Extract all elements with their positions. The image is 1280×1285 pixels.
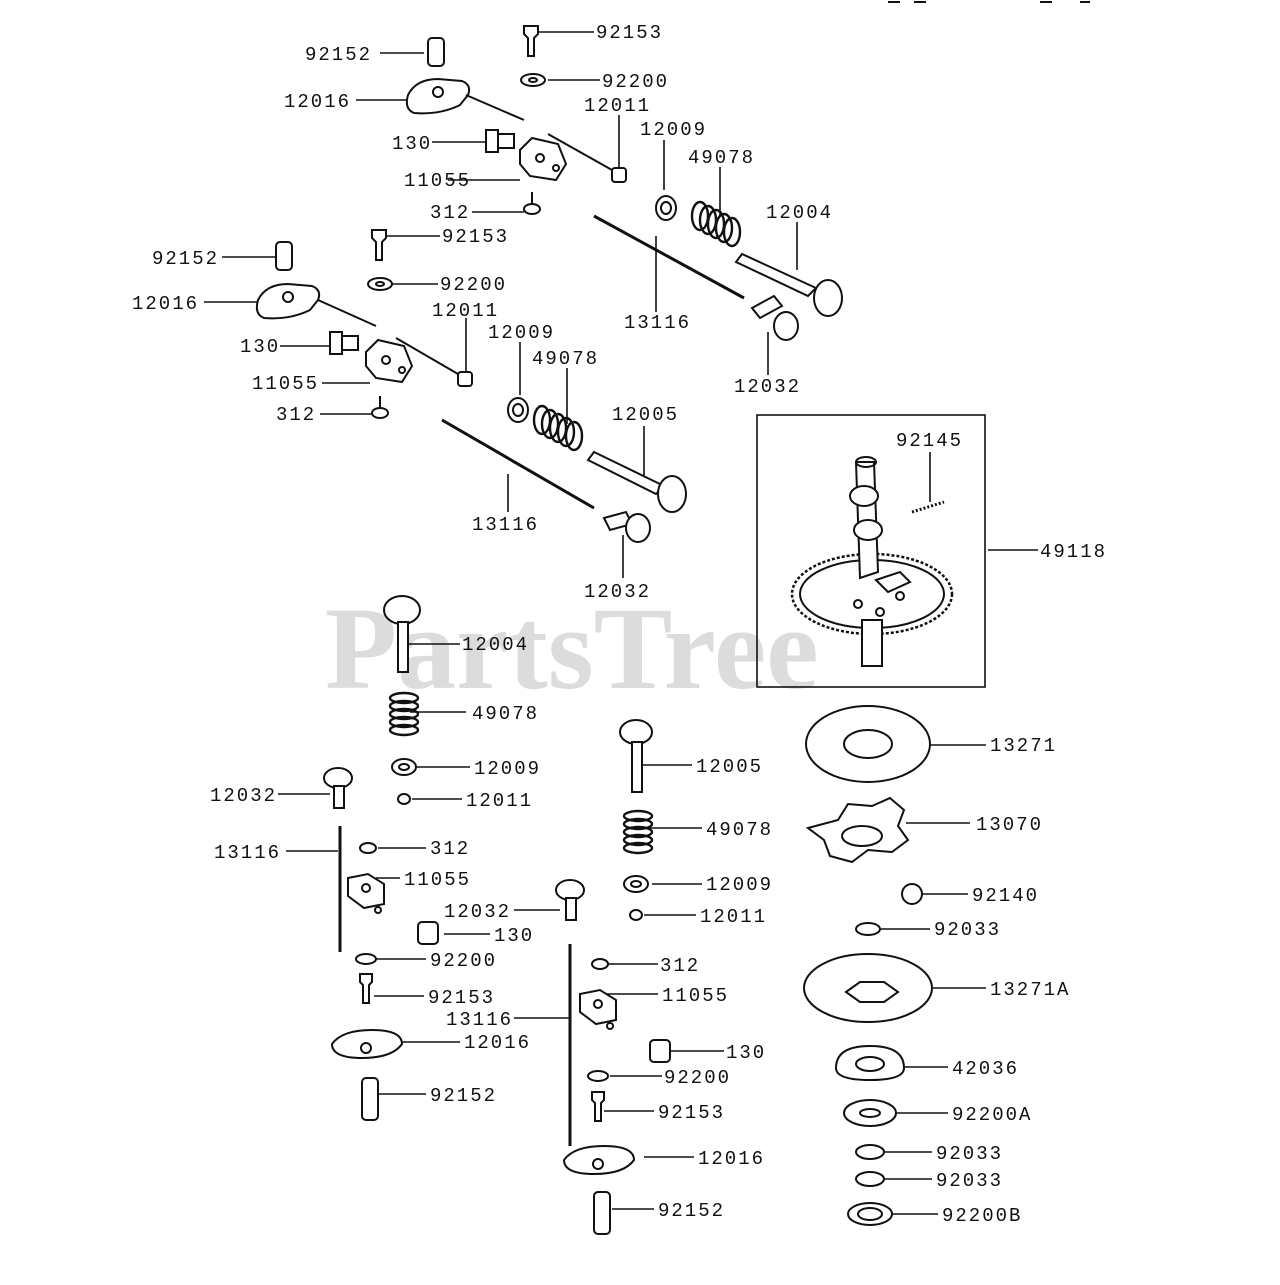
- callout-label: 92153: [428, 987, 495, 1009]
- callout-label: 12016: [284, 91, 351, 113]
- callout-label: 12009: [488, 322, 555, 344]
- callout-label: 12032: [210, 785, 277, 807]
- callout-label: 312: [660, 955, 700, 977]
- callout-label: 13116: [446, 1009, 513, 1031]
- callout-label: 11055: [404, 869, 471, 891]
- callout-label: 92140: [972, 885, 1039, 907]
- callout-label: 12032: [444, 901, 511, 923]
- callout-label: 13116: [214, 842, 281, 864]
- callout-label: 12011: [584, 95, 651, 117]
- callout-label: 49078: [532, 348, 599, 370]
- callout-label: 12032: [584, 581, 651, 603]
- camshaft-assembly: [756, 414, 986, 688]
- callout-label: 92152: [430, 1085, 497, 1107]
- callout-label: 13070: [976, 814, 1043, 836]
- callout-label: 12004: [462, 634, 529, 656]
- callout-label: 92200: [664, 1067, 731, 1089]
- callout-label: 92200B: [942, 1205, 1022, 1227]
- callout-label: 92153: [658, 1102, 725, 1124]
- left-valve-stack: [323, 595, 439, 1121]
- callout-label: 130: [726, 1042, 766, 1064]
- callout-label: 42036: [952, 1058, 1019, 1080]
- callout-label: 11055: [404, 170, 471, 192]
- governor-stack: [803, 705, 933, 1226]
- camshaft-frame: [756, 414, 986, 688]
- leader-lines: [204, 31, 1038, 1215]
- upper-rocker-assembly: [405, 25, 843, 341]
- callout-label: 92033: [936, 1170, 1003, 1192]
- callout-label: 92152: [305, 44, 372, 66]
- callout-label: 92033: [936, 1143, 1003, 1165]
- callout-label: 11055: [662, 985, 729, 1007]
- callout-label: 130: [494, 925, 534, 947]
- callout-label: 92200A: [952, 1104, 1032, 1126]
- callout-label: 92033: [934, 919, 1001, 941]
- middle-valve-stack: [555, 719, 671, 1235]
- callout-label: 92145: [896, 430, 963, 452]
- callout-label: 49078: [706, 819, 773, 841]
- callout-label: 49118: [1040, 541, 1107, 563]
- callout-label: 13116: [624, 312, 691, 334]
- callout-label: 12009: [474, 758, 541, 780]
- callout-label: 92153: [596, 22, 663, 44]
- callout-label: 12032: [734, 376, 801, 398]
- callout-label: 92153: [442, 226, 509, 248]
- callout-label: 49078: [472, 703, 539, 725]
- callout-label: 92152: [658, 1200, 725, 1222]
- callout-label: 13271A: [990, 979, 1070, 1001]
- callout-label: 12016: [132, 293, 199, 315]
- callout-label: 12011: [432, 300, 499, 322]
- callout-label: 12016: [464, 1032, 531, 1054]
- callout-label: 12009: [640, 119, 707, 141]
- callout-label: 312: [276, 404, 316, 426]
- callout-labels: 92153 92152 92200 12016 12011 130 12009 …: [132, 22, 1107, 1227]
- callout-label: 92200: [602, 71, 669, 93]
- callout-label: 130: [240, 336, 280, 358]
- callout-label: 13116: [472, 514, 539, 536]
- callout-label: 13271: [990, 735, 1057, 757]
- callout-label: 92200: [430, 950, 497, 972]
- callout-label: 12004: [766, 202, 833, 224]
- callout-label: 312: [430, 838, 470, 860]
- callout-label: 130: [392, 133, 432, 155]
- callout-label: 12011: [700, 906, 767, 928]
- callout-label: 12016: [698, 1148, 765, 1170]
- lower-rocker-assembly: [255, 229, 687, 543]
- callout-label: 12005: [696, 756, 763, 778]
- callout-label: 92152: [152, 248, 219, 270]
- callout-label: 12005: [612, 404, 679, 426]
- callout-label: 92200: [440, 274, 507, 296]
- callout-label: 312: [430, 202, 470, 224]
- callout-label: 12009: [706, 874, 773, 896]
- callout-label: 11055: [252, 373, 319, 395]
- callout-label: 49078: [688, 147, 755, 169]
- callout-label: 12011: [466, 790, 533, 812]
